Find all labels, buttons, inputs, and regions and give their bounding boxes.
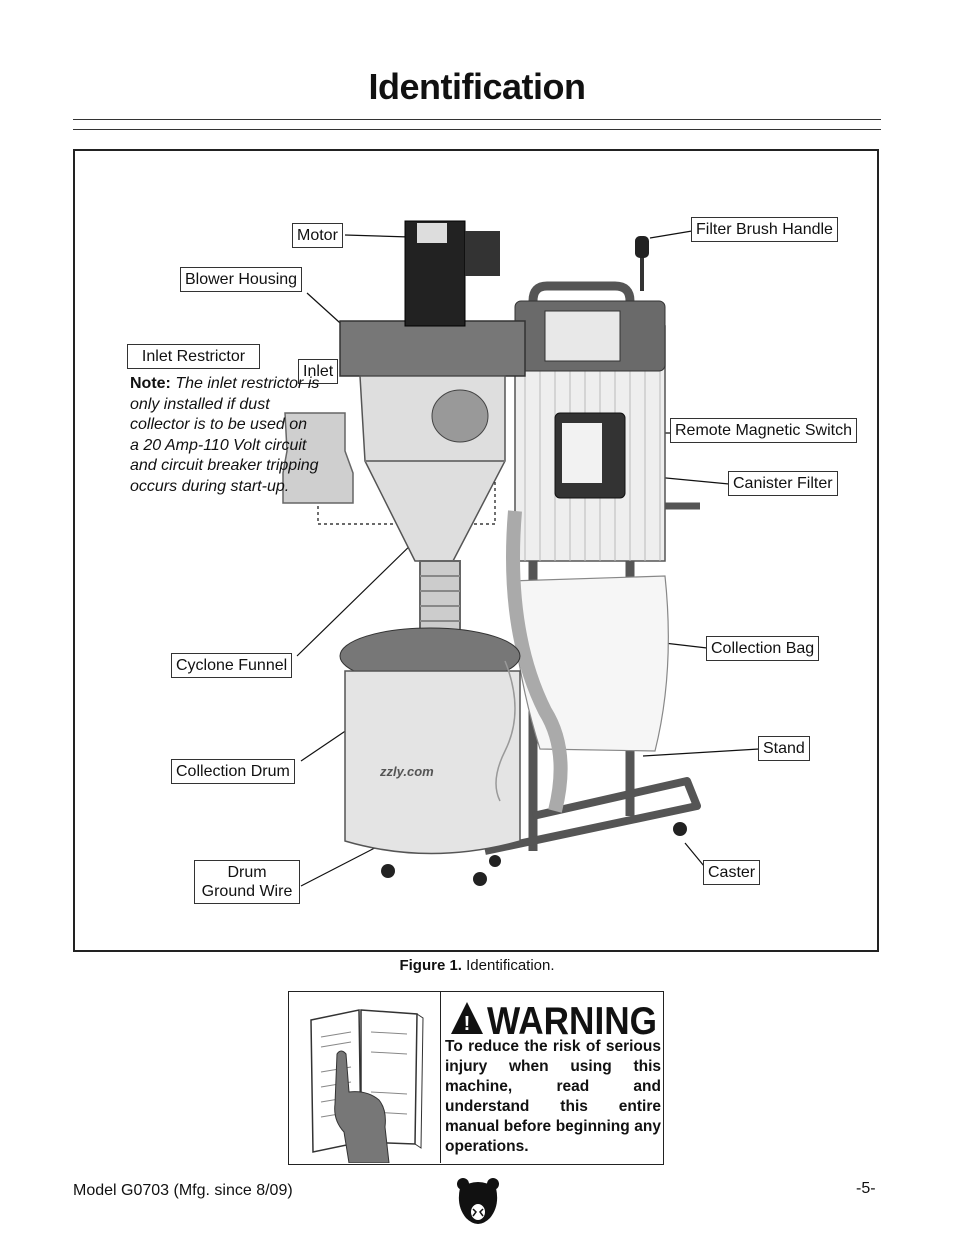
label-drum-ground-wire-line1: Drum [227,864,267,881]
leader-caster [684,842,705,867]
label-blower-housing: Blower Housing [180,267,303,292]
leader-cyclone-funnel [296,535,421,657]
label-canister-filter: Canister Filter [728,471,838,496]
grizzly-bear-logo [457,1178,499,1224]
svg-text:!: ! [464,1013,471,1035]
label-collection-drum: Collection Drum [171,759,295,784]
header-rule-top [73,119,881,120]
figure-caption: Figure 1. Identification. [0,957,954,974]
warning-heading: ! WARNING [451,1000,657,1040]
warning-text: To reduce the risk of serious injury whe… [445,1038,661,1155]
page-title: Identification [368,66,587,107]
figure-caption-label: Figure 1. [399,957,462,974]
label-collection-bag: Collection Bag [706,636,820,661]
label-stand: Stand [758,736,810,761]
svg-text:zzly.com: zzly.com [379,764,434,779]
figure-caption-text: Identification. [461,957,555,974]
leader-stand [642,748,760,757]
inlet-restrictor-note: Note: The inlet restrictor is only insta… [130,374,320,497]
warning-triangle-icon [451,1002,483,1034]
leader-filter-brush-handle [649,230,693,239]
dust-collector-illustration: zzly.com [282,220,760,887]
footer-model: Model G0703 (Mfg. since 8/09) [73,1182,293,1199]
label-filter-brush-handle: Filter Brush Handle [691,217,838,242]
page-number: -5- [856,1180,876,1197]
label-drum-ground-wire: Drum Ground Wire [194,860,300,904]
label-inlet-restrictor: Inlet Restrictor [127,344,260,369]
figure-identification: zzly.com Motor Blower Housing Inlet Rest… [73,149,879,952]
label-drum-ground-wire-line2: Ground Wire [201,883,293,900]
label-inlet: Inlet [298,359,339,384]
note-label: Note: [130,375,171,392]
warning-heading-text: WARNING [487,1000,657,1040]
label-remote-magnetic-switch: Remote Magnetic Switch [670,418,857,443]
warning-divider [440,992,441,1163]
header-rule-bottom [73,129,881,130]
note-text: The inlet restrictor is only installed i… [130,375,320,495]
leader-motor [344,234,411,238]
label-cyclone-funnel: Cyclone Funnel [171,653,293,678]
label-caster: Caster [703,860,761,885]
label-motor: Motor [292,223,343,248]
warning-box: ! WARNING To reduce the risk of serious … [288,991,664,1165]
manual-reading-icon [295,998,433,1163]
